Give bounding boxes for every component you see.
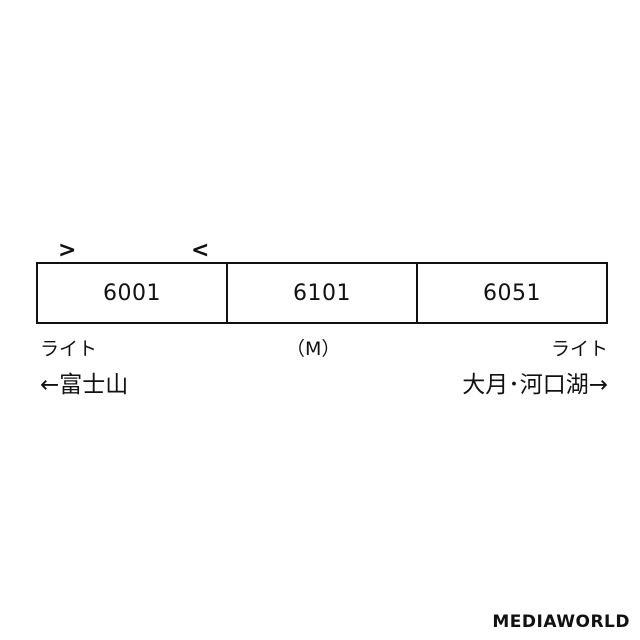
- motor-car-label: （M）: [286, 338, 341, 360]
- mediaworld-logo: MEDIAWORLD: [492, 614, 630, 631]
- train-formation: 6001 6101 6051: [36, 262, 608, 324]
- pantograph-mark-right: <: [191, 238, 210, 263]
- pantograph-mark-left: >: [58, 238, 77, 263]
- right-light-label: ライト: [550, 338, 608, 360]
- car-number: 6051: [483, 280, 541, 306]
- right-destination: 大月･河口湖→: [462, 372, 608, 398]
- left-light-label: ライト: [40, 338, 98, 360]
- car-number: 6001: [103, 280, 161, 306]
- left-destination: ←富士山: [40, 372, 129, 398]
- car-6101: 6101: [226, 264, 416, 322]
- car-number: 6101: [293, 280, 351, 306]
- car-6051: 6051: [416, 264, 606, 322]
- car-6001: 6001: [38, 264, 226, 322]
- watermark-text: MEDIAWORLD: [492, 612, 630, 632]
